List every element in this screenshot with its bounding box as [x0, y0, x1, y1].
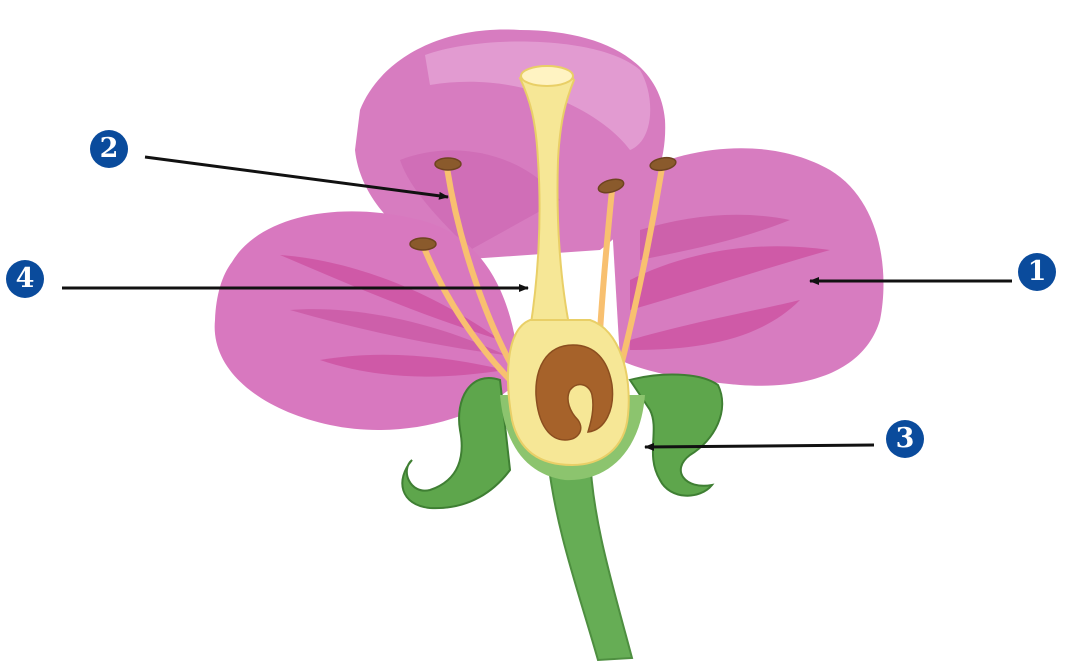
anther: [435, 158, 461, 170]
marker-1-icon: 1: [1018, 253, 1056, 291]
marker-4-icon: 4: [6, 260, 44, 298]
leader-line-3: [645, 445, 874, 447]
stigma: [521, 66, 573, 86]
anther: [410, 238, 436, 250]
sepal-right: [630, 375, 722, 496]
marker-2-icon: 2: [90, 130, 128, 168]
stem: [548, 455, 632, 660]
marker-3-icon: 3: [886, 420, 924, 458]
